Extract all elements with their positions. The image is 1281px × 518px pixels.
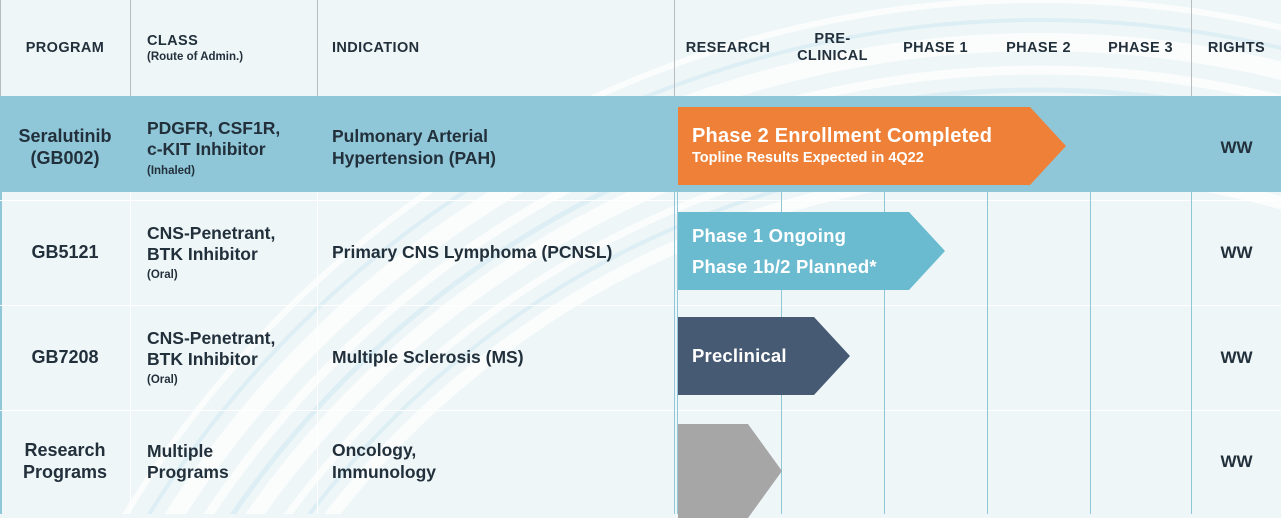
table-row: GB7208: [0, 305, 130, 410]
table-row: Seralutinib (GB002): [0, 96, 130, 200]
class-cell: CNS-Penetrant, BTK Inhibitor (Oral): [131, 200, 317, 305]
header-phase-2: PHASE 2: [1006, 39, 1071, 56]
indication-line-2: Immunology: [332, 462, 437, 482]
route-of-admin: (Oral): [147, 269, 178, 282]
indication-cell: Multiple Sclerosis (MS): [318, 305, 674, 410]
header-phase-1: PHASE 1: [903, 39, 968, 56]
header-program: PROGRAM: [25, 39, 105, 56]
rights-value: WW: [1220, 347, 1253, 367]
route-of-admin: (Oral): [147, 374, 178, 387]
class-line-2: c-KIT Inhibitor: [147, 139, 266, 160]
header-preclinical: PRE- CLINICAL: [797, 31, 868, 64]
rights-value: WW: [1220, 138, 1253, 157]
class-line-1: CNS-Penetrant,: [147, 222, 276, 243]
class-line-1: PDGFR, CSF1R,: [147, 118, 281, 139]
class-line-2: Programs: [147, 462, 229, 482]
rights-value: WW: [1220, 452, 1253, 471]
header-indication: INDICATION: [332, 39, 420, 56]
table-row: GB5121: [0, 200, 130, 305]
indication-line-1: Multiple Sclerosis (MS): [332, 346, 524, 367]
rights-cell: WW: [1192, 96, 1281, 200]
header-research: RESEARCH: [685, 39, 771, 56]
header-class: CLASS (Route of Admin.): [147, 32, 244, 64]
program-name-2: Programs: [22, 462, 108, 482]
class-line-2: BTK Inhibitor: [147, 243, 258, 264]
header-class-sub: (Route of Admin.): [147, 51, 244, 64]
rights-value: WW: [1220, 242, 1253, 262]
route-of-admin: (Inhaled): [147, 164, 195, 177]
indication-line-1: Oncology,: [332, 440, 417, 461]
program-name: GB5121: [31, 241, 99, 262]
class-cell: PDGFR, CSF1R, c-KIT Inhibitor (Inhaled): [131, 96, 317, 200]
indication-cell: Oncology, Immunology: [318, 410, 674, 514]
header-phase-3: PHASE 3: [1108, 39, 1173, 56]
class-cell: Multiple Programs: [131, 410, 317, 514]
table-header: PROGRAM CLASS (Route of Admin.) INDICATI…: [0, 0, 1281, 96]
class-line-1: Multiple: [147, 440, 214, 461]
indication-cell: Primary CNS Lymphoma (PCNSL): [318, 200, 674, 305]
indication-line-2: Hypertension (PAH): [332, 148, 496, 168]
program-name: Seralutinib: [18, 126, 112, 147]
indication-line-1: Primary CNS Lymphoma (PCNSL): [332, 241, 613, 262]
program-name: Research: [24, 440, 106, 461]
program-name: GB7208: [31, 346, 99, 367]
class-line-2: BTK Inhibitor: [147, 348, 258, 369]
class-line-1: CNS-Penetrant,: [147, 327, 276, 348]
rights-cell: WW: [1192, 410, 1281, 514]
program-code: (GB002): [30, 148, 100, 168]
indication-cell: Pulmonary Arterial Hypertension (PAH): [318, 96, 674, 200]
table-body: Seralutinib (GB002) PDGFR, CSF1R, c-KIT …: [0, 96, 1281, 514]
rights-cell: WW: [1192, 200, 1281, 305]
header-rights: RIGHTS: [1207, 39, 1266, 56]
table-row: Research Programs: [0, 410, 130, 514]
rights-cell: WW: [1192, 305, 1281, 410]
indication-line-1: Pulmonary Arterial: [332, 126, 488, 147]
class-cell: CNS-Penetrant, BTK Inhibitor (Oral): [131, 305, 317, 410]
